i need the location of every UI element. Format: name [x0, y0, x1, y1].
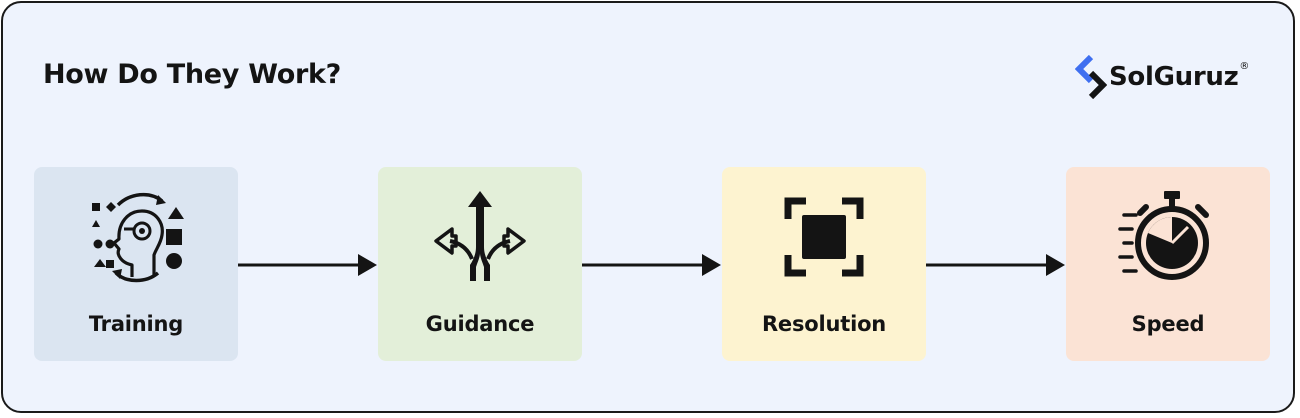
- focus-square-icon: [784, 197, 864, 277]
- stopwatch-icon: [1118, 191, 1209, 280]
- step-label: Resolution: [761, 312, 887, 336]
- step-label: Training: [88, 312, 184, 336]
- solguruz-logo-icon: [1075, 55, 1107, 99]
- registered-mark: ®: [1239, 61, 1250, 72]
- ai-head-learning-icon: [92, 192, 184, 283]
- step-label: Guidance: [425, 312, 535, 336]
- step-training: Training: [34, 167, 238, 361]
- flow-arrow: [926, 254, 1065, 276]
- step-resolution: Resolution: [722, 167, 926, 361]
- step-guidance: Guidance: [378, 167, 582, 361]
- logo-text: SolGuruz: [1109, 62, 1239, 92]
- step-speed: Speed: [1066, 167, 1270, 361]
- split-arrows-icon: [434, 191, 526, 281]
- flow-arrow: [582, 254, 721, 276]
- page-title: How Do They Work?: [43, 59, 342, 90]
- brand-logo: SolGuruz ®: [1075, 55, 1249, 99]
- flow-arrow: [238, 254, 377, 276]
- step-label: Speed: [1131, 312, 1205, 336]
